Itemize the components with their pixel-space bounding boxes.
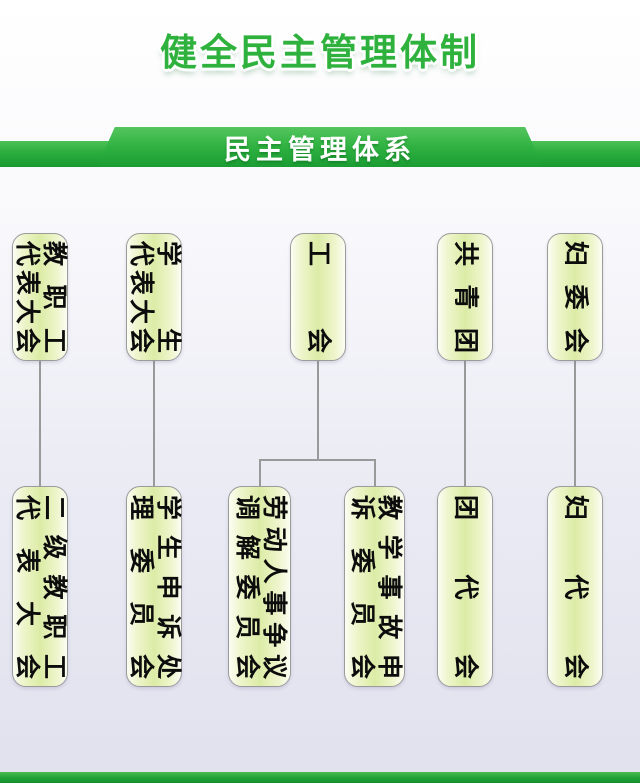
connector-youth-league <box>464 361 466 486</box>
connector-women-committee <box>574 361 576 486</box>
node-label: 工会 <box>304 241 333 353</box>
footer-green-bar <box>0 772 640 783</box>
node-secondary-faculty-congress: 二级教职工 代表大会 <box>12 486 68 687</box>
node-label: 教学事故申 诉委员会 <box>347 494 403 679</box>
node-teaching-accident-appeal-committee: 教学事故申 诉委员会 <box>344 486 405 687</box>
node-label: 学生 代表大会 <box>127 241 182 353</box>
node-women-congress: 妇代会 <box>547 486 603 687</box>
node-faculty-staff-congress: 教职工 代表大会 <box>12 233 68 361</box>
node-label: 二级教职工 代表大会 <box>13 494 68 679</box>
connector-union-stem <box>317 361 319 460</box>
node-label: 教职工 代表大会 <box>13 241 68 353</box>
connector-union-left-drop <box>259 459 261 486</box>
node-label: 劳动人事争议 调解委员会 <box>232 494 288 679</box>
node-label: 妇委会 <box>561 241 590 353</box>
connector-faculty-congress <box>39 361 41 486</box>
connector-union-branch-bar <box>259 459 376 461</box>
node-label: 共青团 <box>451 241 480 353</box>
node-league-congress: 团代会 <box>437 486 493 687</box>
node-student-congress: 学生 代表大会 <box>126 233 182 361</box>
node-label: 学生申诉处 理委员会 <box>127 494 182 679</box>
ribbon-title: 民主管理体系 <box>224 134 416 165</box>
node-labor-union: 工会 <box>290 233 346 361</box>
node-label: 团代会 <box>451 494 480 679</box>
page-title: 健全民主管理体制 <box>160 32 480 73</box>
node-labor-dispute-mediation-committee: 劳动人事争议 调解委员会 <box>228 486 291 687</box>
ribbon-banner: 民主管理体系 <box>97 127 543 167</box>
node-label: 妇代会 <box>561 494 590 679</box>
node-student-appeal-committee: 学生申诉处 理委员会 <box>126 486 182 687</box>
node-women-committee: 妇委会 <box>547 233 603 361</box>
connector-student-congress <box>153 361 155 486</box>
connector-union-right-drop <box>374 459 376 486</box>
node-youth-league: 共青团 <box>437 233 493 361</box>
